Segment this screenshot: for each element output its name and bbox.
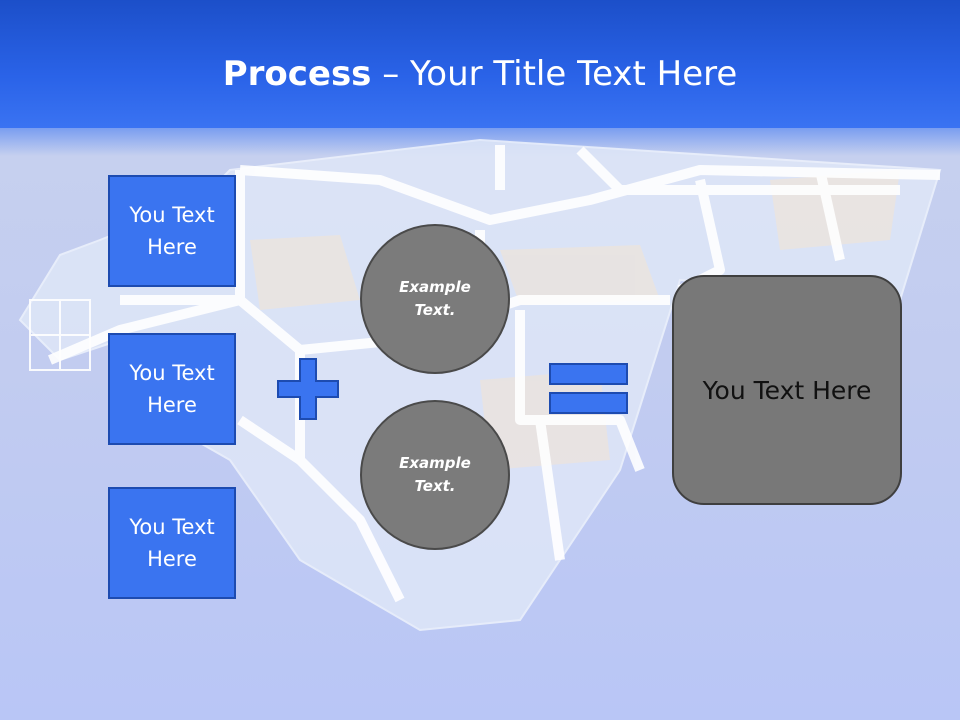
left-text-box-1-label: You Text Here <box>129 203 215 259</box>
result-box-label: You Text Here <box>702 375 872 405</box>
example-circle-2-label: Example Text. <box>399 454 471 495</box>
title-bold: Process <box>222 54 372 94</box>
left-text-box-2: You Text Here <box>108 333 236 445</box>
result-box: You Text Here <box>672 275 902 505</box>
example-circle-1: Example Text. <box>360 224 510 374</box>
slide-title: Process – Your Title Text Here <box>0 50 960 98</box>
example-circle-2: Example Text. <box>360 400 510 550</box>
left-text-box-3-label: You Text Here <box>129 515 215 571</box>
example-circle-1-label: Example Text. <box>399 278 471 319</box>
left-text-box-3: You Text Here <box>108 487 236 599</box>
equals-icon <box>549 363 628 414</box>
title-banner: Process – Your Title Text Here <box>0 0 960 156</box>
title-rest: – Your Title Text Here <box>371 54 738 94</box>
plus-icon <box>277 358 339 420</box>
left-text-box-2-label: You Text Here <box>129 361 215 417</box>
left-text-box-1: You Text Here <box>108 175 236 287</box>
